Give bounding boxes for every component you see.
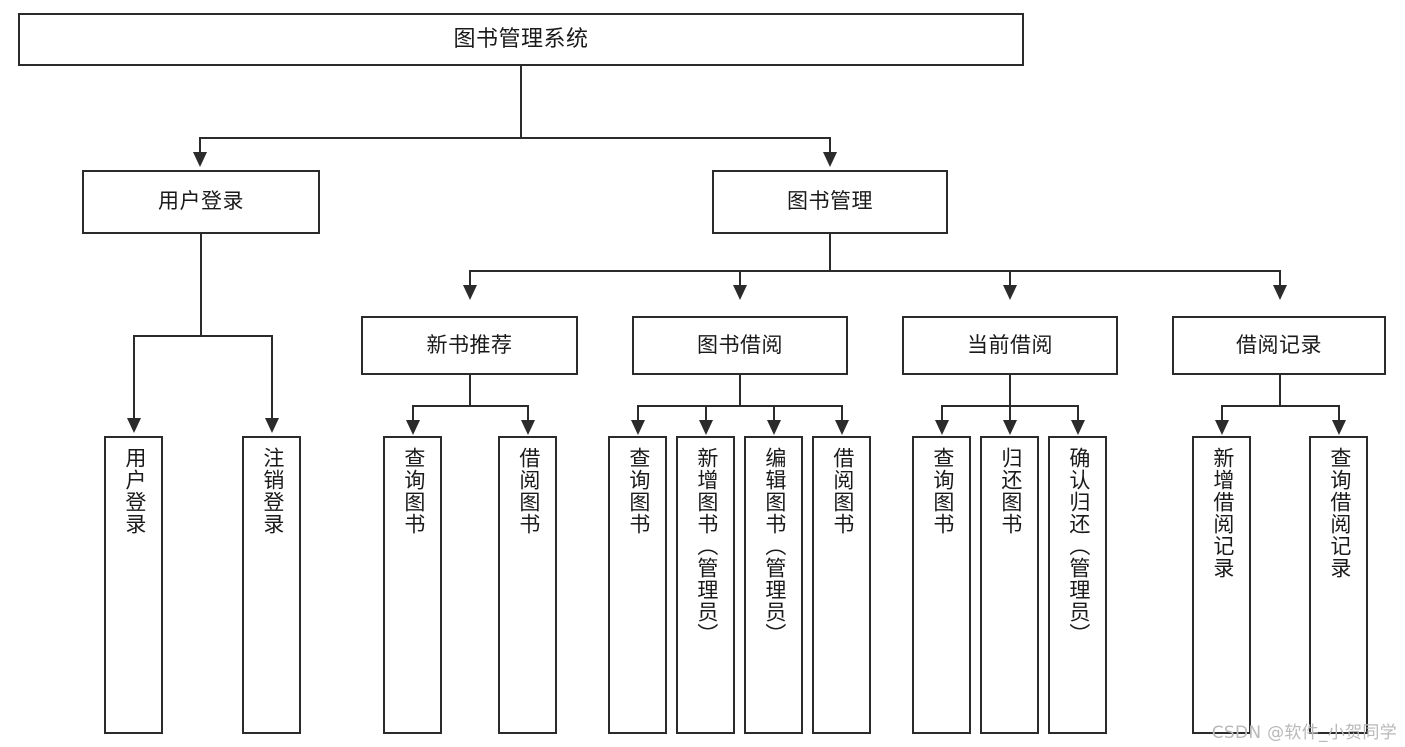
arrow-current-borrow-c1 [935,420,949,435]
connector-book-borrow-c2 [705,405,707,421]
watermark-text: CSDN @软件_小贺同学 [1211,723,1397,743]
connector-new-book-rec-stem [469,375,471,406]
node-leaf-add-book[interactable]: 新增图书（管理员） [676,436,735,734]
node-leaf-query-book-1-label: 查询图书 [401,447,425,535]
arrow-to-new-book-rec [463,285,477,300]
node-book-borrow[interactable]: 图书借阅 [632,316,848,375]
node-leaf-return-book-label: 归还图书 [998,447,1022,535]
node-leaf-query-book-2[interactable]: 查询图书 [608,436,667,734]
arrow-borrow-record-c2 [1332,420,1346,435]
connector-user-login-stem [200,234,202,336]
node-leaf-borrow-book-2-label: 借阅图书 [830,447,854,535]
arrow-user-login-left [127,418,141,433]
connector-user-login-right [271,335,273,419]
node-leaf-user-login[interactable]: 用户登录 [104,436,163,734]
node-leaf-user-login-label: 用户登录 [122,447,146,535]
node-leaf-add-record[interactable]: 新增借阅记录 [1192,436,1251,734]
node-leaf-query-record[interactable]: 查询借阅记录 [1309,436,1368,734]
connector-book-manage-bar [469,270,1279,272]
node-user-login[interactable]: 用户登录 [82,170,320,234]
connector-to-new-book-rec [469,270,471,286]
node-leaf-add-book-label: 新增图书（管理员） [694,447,718,645]
connector-borrow-record-stem [1279,375,1281,406]
node-leaf-edit-book[interactable]: 编辑图书（管理员） [744,436,803,734]
node-current-borrow-label: 当前借阅 [967,333,1053,357]
node-leaf-query-record-label: 查询借阅记录 [1327,447,1351,579]
arrow-user-login-right [265,418,279,433]
arrow-new-book-rec-c2 [521,420,535,435]
connector-root-to-user-login [199,137,201,153]
arrow-book-borrow-c3 [767,420,781,435]
arrow-new-book-rec-c1 [406,420,420,435]
connector-current-borrow-stem [1009,375,1011,406]
node-leaf-borrow-book-2[interactable]: 借阅图书 [812,436,871,734]
node-leaf-query-book-1[interactable]: 查询图书 [383,436,442,734]
arrow-to-current-borrow [1003,285,1017,300]
connector-current-borrow-c2 [1009,405,1011,421]
connector-borrow-record-c1 [1221,405,1223,421]
connector-current-borrow-c1 [941,405,943,421]
node-leaf-borrow-book-1-label: 借阅图书 [516,447,540,535]
node-leaf-query-book-3-label: 查询图书 [930,447,954,535]
connector-new-book-rec-c2 [527,405,529,421]
arrow-book-borrow-c4 [835,420,849,435]
connector-book-manage-stem [829,234,831,271]
node-leaf-confirm-return-label: 确认归还（管理员） [1066,447,1090,645]
connector-book-borrow-stem [739,375,741,406]
node-leaf-user-logout[interactable]: 注销登录 [242,436,301,734]
connector-book-borrow-bar [637,405,842,407]
connector-current-borrow-c3 [1077,405,1079,421]
node-book-borrow-label: 图书借阅 [697,333,783,357]
connector-root-stem [520,66,522,138]
connector-borrow-record-c2 [1338,405,1340,421]
connector-book-borrow-c1 [637,405,639,421]
node-current-borrow[interactable]: 当前借阅 [902,316,1118,375]
node-book-manage-label: 图书管理 [787,190,873,214]
node-leaf-confirm-return[interactable]: 确认归还（管理员） [1048,436,1107,734]
arrow-book-borrow-c2 [699,420,713,435]
arrow-to-book-borrow [733,285,747,300]
node-new-book-rec[interactable]: 新书推荐 [361,316,578,375]
node-root-label: 图书管理系统 [453,26,589,52]
connector-to-borrow-record [1279,270,1281,286]
node-leaf-borrow-book-1[interactable]: 借阅图书 [498,436,557,734]
node-borrow-record[interactable]: 借阅记录 [1172,316,1386,375]
connector-new-book-rec-c1 [412,405,414,421]
connector-root-to-book-manage [829,137,831,153]
node-book-manage[interactable]: 图书管理 [712,170,948,234]
connector-root-bar [199,137,831,139]
node-borrow-record-label: 借阅记录 [1236,333,1322,357]
arrow-root-to-user-login [193,152,207,167]
node-leaf-add-record-label: 新增借阅记录 [1210,447,1234,579]
connector-book-borrow-c4 [841,405,843,421]
node-leaf-return-book[interactable]: 归还图书 [980,436,1039,734]
connector-user-login-bar [133,335,272,337]
node-leaf-user-logout-label: 注销登录 [260,447,284,535]
connector-user-login-left [133,335,135,419]
connector-borrow-record-bar [1221,405,1339,407]
arrow-book-borrow-c1 [631,420,645,435]
arrow-current-borrow-c3 [1071,420,1085,435]
arrow-to-borrow-record [1273,285,1287,300]
arrow-current-borrow-c2 [1003,420,1017,435]
node-leaf-edit-book-label: 编辑图书（管理员） [762,447,786,645]
connector-new-book-rec-bar [412,405,528,407]
node-leaf-query-book-3[interactable]: 查询图书 [912,436,971,734]
node-new-book-rec-label: 新书推荐 [426,333,513,357]
arrow-borrow-record-c1 [1215,420,1229,435]
node-user-login-label: 用户登录 [158,190,244,214]
node-leaf-query-book-2-label: 查询图书 [626,447,650,535]
connector-book-borrow-c3 [773,405,775,421]
arrow-root-to-book-manage [823,152,837,167]
node-root[interactable]: 图书管理系统 [18,13,1024,66]
connector-to-current-borrow [1009,270,1011,286]
connector-to-book-borrow [739,270,741,286]
